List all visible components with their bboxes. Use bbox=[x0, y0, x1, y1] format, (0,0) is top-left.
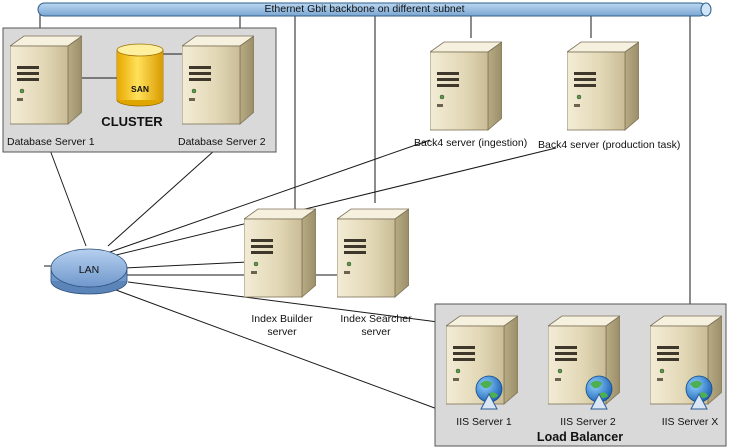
server-tower-icon bbox=[430, 41, 502, 131]
iis-server-1-label: IIS Server 1 bbox=[456, 416, 512, 428]
index-searcher-label-line2: server bbox=[361, 326, 391, 338]
server-tower-icon bbox=[337, 208, 409, 298]
backbone-bar bbox=[37, 2, 712, 17]
index-builder-label-line2: server bbox=[267, 326, 297, 338]
load-balancer-label: Load Balancer bbox=[536, 430, 624, 444]
lan-hub-icon bbox=[50, 248, 128, 295]
index-searcher-label-line1: Index Searcher bbox=[340, 313, 412, 325]
server-tower-icon bbox=[244, 208, 316, 298]
server-tower-icon bbox=[182, 35, 254, 125]
server-tower-icon bbox=[10, 35, 82, 125]
database-server-2-label: Database Server 2 bbox=[178, 136, 266, 148]
database-cylinder-icon bbox=[116, 43, 164, 107]
cluster-label: CLUSTER bbox=[101, 114, 163, 129]
iis-server-2-label: IIS Server 2 bbox=[560, 416, 616, 428]
san-label: SAN bbox=[131, 84, 149, 94]
globe-icon bbox=[475, 375, 503, 410]
server-tower-icon bbox=[567, 41, 639, 131]
iis-server-x-label: IIS Server X bbox=[661, 416, 719, 428]
database-server-1-label: Database Server 1 bbox=[7, 136, 95, 148]
backbone-label: Ethernet Gbit backbone on different subn… bbox=[264, 3, 465, 15]
index-builder-label-line1: Index Builder bbox=[251, 313, 313, 325]
back4-production-label: Back4 server (production task) bbox=[538, 139, 681, 151]
back4-ingestion-label: Back4 server (ingestion) bbox=[414, 137, 528, 149]
lan-label: LAN bbox=[78, 264, 100, 276]
globe-icon bbox=[585, 375, 613, 410]
globe-icon bbox=[685, 375, 713, 410]
